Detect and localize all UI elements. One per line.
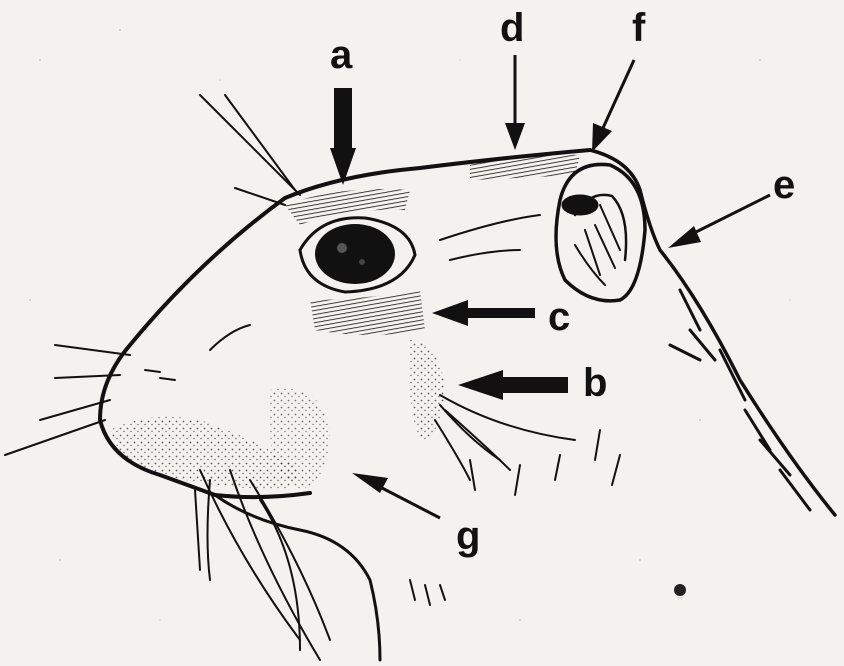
label-f: f	[632, 8, 645, 48]
label-a: a	[330, 35, 352, 75]
label-b: b	[583, 363, 607, 403]
lower-eyelid-hatching	[310, 290, 425, 335]
label-e: e	[773, 165, 795, 205]
label-d: d	[500, 8, 524, 48]
eye	[300, 218, 415, 292]
arrows	[330, 55, 770, 518]
head-outline	[100, 150, 835, 660]
ink-blot	[674, 584, 686, 596]
ear	[556, 164, 645, 300]
label-c: c	[548, 297, 570, 337]
neck-stipple	[409, 340, 445, 440]
neck-fur	[670, 290, 810, 510]
label-g: g	[456, 516, 480, 556]
